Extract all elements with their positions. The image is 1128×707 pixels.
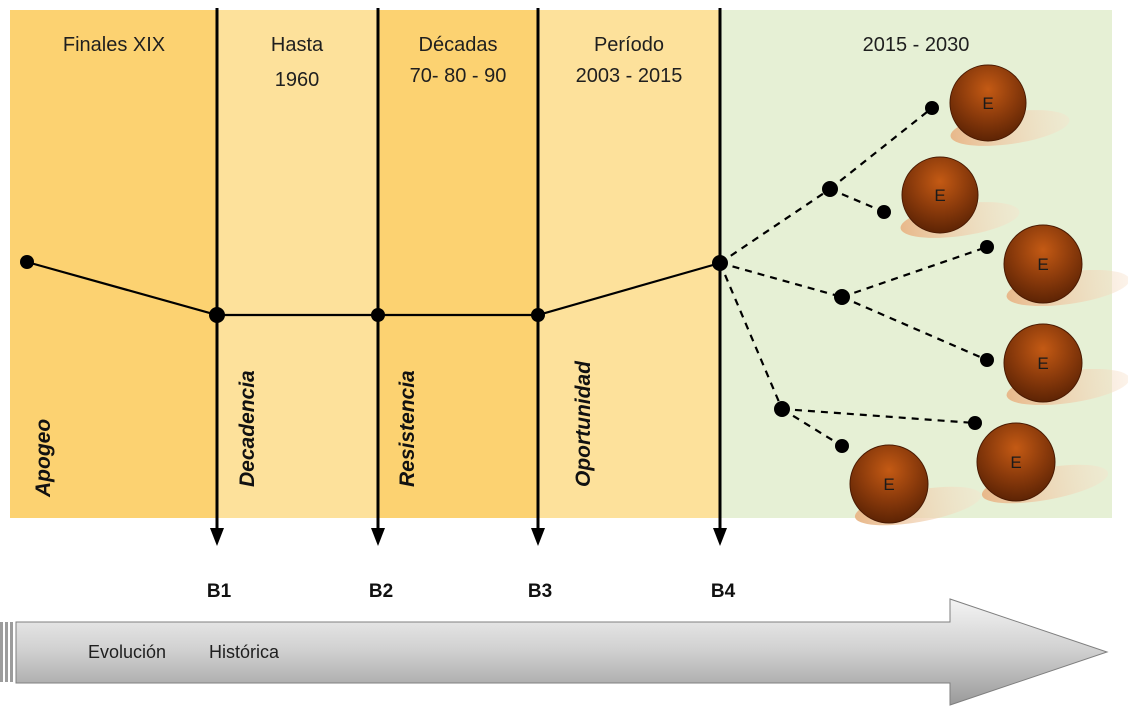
period-title-2-line-1: Hasta (271, 34, 324, 56)
branch-b4-to-node-2 (719, 261, 843, 299)
phase-label-apogeo: Apogeo (32, 419, 55, 498)
boundary-arrowheads (210, 528, 727, 546)
branch-node-3-to-end-5 (781, 407, 976, 425)
period-bands (10, 10, 1112, 518)
boundary-arrowhead-b2 (371, 528, 385, 546)
period-title-1: Finales XIX (63, 34, 165, 56)
arrow-body (15, 598, 1109, 706)
boundary-arrowhead-b1 (210, 528, 224, 546)
trajectory-point-b3 (531, 308, 545, 322)
scenario-ball-1 (949, 64, 1027, 142)
period-band-4 (538, 10, 720, 518)
period-band-2 (217, 10, 378, 518)
branch-node-2-to-end-4 (841, 295, 988, 362)
scenario-label-3: E (1037, 255, 1048, 274)
phase-label-resistencia: Resistencia (396, 370, 419, 487)
scenario-label-6: E (883, 475, 894, 494)
branch-node-1 (822, 181, 838, 197)
boundary-label-b4: B4 (711, 581, 736, 602)
period-band-3 (378, 10, 538, 518)
period-titles: Finales XIX Hasta 1960 Décadas 70- 80 - … (63, 34, 970, 91)
phase-labels: Apogeo Decadencia Resistencia Oportunida… (32, 360, 595, 498)
arrow-label-historica: Histórica (209, 642, 280, 662)
scenario-sphere-2: E (900, 156, 1020, 238)
arrow-tail-stripe-3 (10, 622, 13, 682)
scenario-label-4: E (1037, 354, 1048, 373)
period-title-4-line-2: 2003 - 2015 (576, 65, 683, 87)
scenario-sphere-5: E (976, 422, 1109, 504)
scenario-ball-3 (1003, 224, 1083, 304)
branch-end-4 (980, 353, 994, 367)
period-title-2-line-2: 1960 (275, 69, 320, 91)
branch-b4-to-node-3 (718, 262, 784, 410)
branch-end-2 (877, 205, 891, 219)
trajectory-point-start (20, 255, 34, 269)
scenario-label-5: E (1010, 453, 1021, 472)
trajectory-point-b2 (371, 308, 385, 322)
scenario-ball-2 (901, 156, 979, 234)
scenario-ball-5 (976, 422, 1056, 502)
scenario-ball-6 (849, 444, 929, 524)
scenario-sphere-1: E (949, 64, 1070, 146)
branch-node-3-to-end-6 (781, 408, 843, 447)
period-title-3-line-1: Décadas (419, 34, 498, 56)
branch-node-2 (834, 289, 850, 305)
arrow-tail-stripe-2 (5, 622, 8, 682)
boundary-label-b2: B2 (369, 581, 393, 602)
scenario-nodes (774, 101, 994, 453)
period-title-5: 2015 - 2030 (863, 34, 970, 56)
boundary-label-b3: B3 (528, 581, 552, 602)
period-title-4-line-1: Período (594, 34, 664, 56)
scenario-sphere-4: E (1003, 323, 1128, 406)
boundary-arrowhead-b4 (713, 528, 727, 546)
branch-node-1-to-end-1 (829, 107, 933, 190)
period-band-1 (10, 10, 217, 518)
scenario-label-2: E (934, 186, 945, 205)
branch-node-3 (774, 401, 790, 417)
phase-label-oportunidad: Oportunidad (572, 360, 595, 487)
arrow-tail-stripe-1 (0, 622, 3, 682)
scenario-spheres: E E E E E E (849, 64, 1128, 526)
branch-end-5 (968, 416, 982, 430)
boundary-arrowhead-b3 (531, 528, 545, 546)
branch-end-1 (925, 101, 939, 115)
phase-label-decadencia: Decadencia (236, 370, 259, 487)
scenario-sphere-6: E (849, 444, 982, 526)
evolution-arrow: Evolución Histórica (0, 598, 1109, 706)
branch-node-1-to-end-2 (829, 187, 885, 214)
scenario-ball-4 (1003, 323, 1083, 403)
branch-end-3 (980, 240, 994, 254)
trajectory-point-b1 (209, 307, 225, 323)
period-title-3-line-2: 70- 80 - 90 (410, 65, 507, 87)
branch-b4-to-node-1 (719, 188, 831, 264)
branch-end-6 (835, 439, 849, 453)
scenario-label-1: E (982, 94, 993, 113)
boundary-label-b1: B1 (207, 581, 232, 602)
boundary-labels: B1 B2 B3 B4 (207, 581, 736, 602)
scenario-branches (718, 107, 988, 447)
arrow-label-evolucion: Evolución (88, 642, 166, 662)
scenario-sphere-3: E (1003, 224, 1128, 307)
